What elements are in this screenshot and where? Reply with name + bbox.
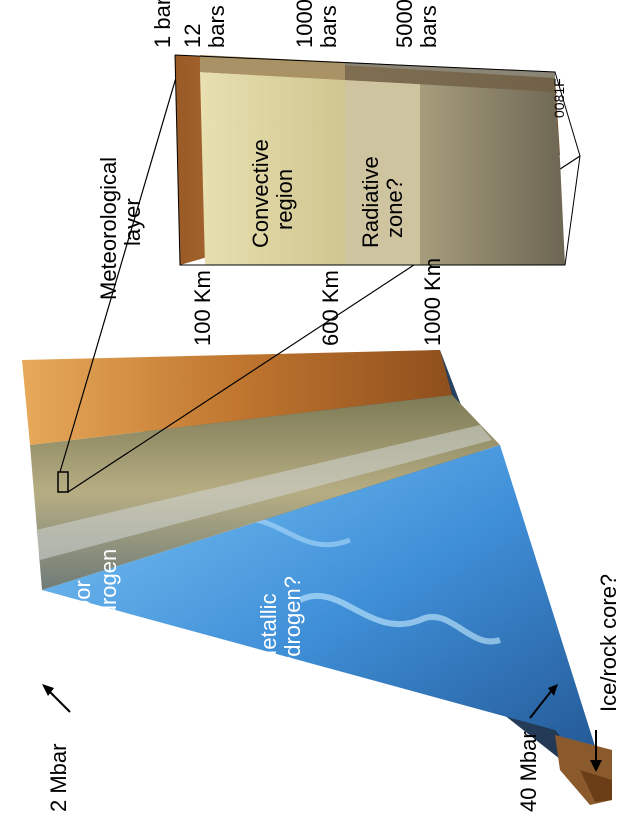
label-100km: 100 Km	[190, 270, 215, 346]
molecular-label: Helium-poor molecular hydrogen	[70, 549, 121, 742]
label-2mbar-group: 2 Mbar	[42, 684, 71, 812]
block-mid-face	[345, 80, 420, 265]
label-40mbar-group: 40 Mbar	[516, 684, 558, 812]
metallic-label: Metallic hydrogen?	[256, 576, 305, 680]
label-1bar: 1 bar	[150, 0, 175, 48]
label-1000: 1000	[292, 0, 317, 48]
arrow-2mbar	[47, 689, 71, 713]
transition-band	[36, 425, 492, 560]
block-pressure-labels: 1 bar 12 bars 1000 bars 5000 bars	[150, 0, 441, 48]
label-12-bars: bars	[204, 5, 229, 48]
core-inner	[580, 770, 612, 802]
metallic-hydrogen-layer	[42, 445, 612, 800]
block-location-marker	[57, 471, 69, 493]
label-radiative: Radiative	[358, 156, 383, 248]
label-12: 12	[180, 24, 205, 48]
block-convective-face	[200, 72, 345, 265]
label-1000-bars: bars	[316, 5, 341, 48]
label-1000km: 1000 Km	[420, 258, 445, 346]
arrow-2mbar-head	[42, 684, 54, 696]
label-5000-bars: bars	[416, 5, 441, 48]
figure-id: 0081F	[551, 78, 567, 118]
label-meteorological: Meteorological	[96, 157, 121, 300]
planet-wedge	[22, 350, 612, 805]
label-zone: zone?	[382, 178, 407, 238]
metallic-swirl	[298, 592, 501, 645]
label-40mbar: 40 Mbar	[516, 731, 541, 812]
label-layer: layer	[120, 198, 145, 246]
label-core: Ice/rock core?	[596, 574, 621, 712]
label-2mbar: 2 Mbar	[46, 744, 71, 812]
label-helium-poor: Helium-poor	[70, 580, 95, 700]
meteorological-block	[174, 54, 581, 266]
block-outline	[174, 54, 581, 266]
block-radiative-face	[420, 84, 565, 265]
block-depth-labels: 100 Km 600 Km 1000 Km	[190, 258, 445, 346]
arrow-40mbar	[529, 689, 553, 719]
label-hydrogen-q: hydrogen?	[280, 576, 305, 680]
label-5000: 5000	[392, 0, 417, 48]
convective-label: Convective region	[248, 139, 297, 248]
arrow-40mbar-head	[548, 684, 558, 696]
label-molecular-hydrogen: molecular hydrogen	[96, 549, 121, 742]
label-core-group: Ice/rock core?	[590, 574, 621, 772]
label-convective: Convective	[248, 139, 273, 248]
label-region: region	[272, 169, 297, 230]
zoom-line-top	[59, 63, 181, 473]
arrow-core-head	[590, 760, 602, 772]
label-metallic: Metallic	[256, 593, 281, 668]
radiative-label: Radiative zone?	[358, 156, 407, 248]
label-600km: 600 Km	[318, 270, 343, 346]
meteorological-label: Meteorological layer	[96, 157, 145, 300]
atmosphere-skin	[22, 350, 452, 445]
